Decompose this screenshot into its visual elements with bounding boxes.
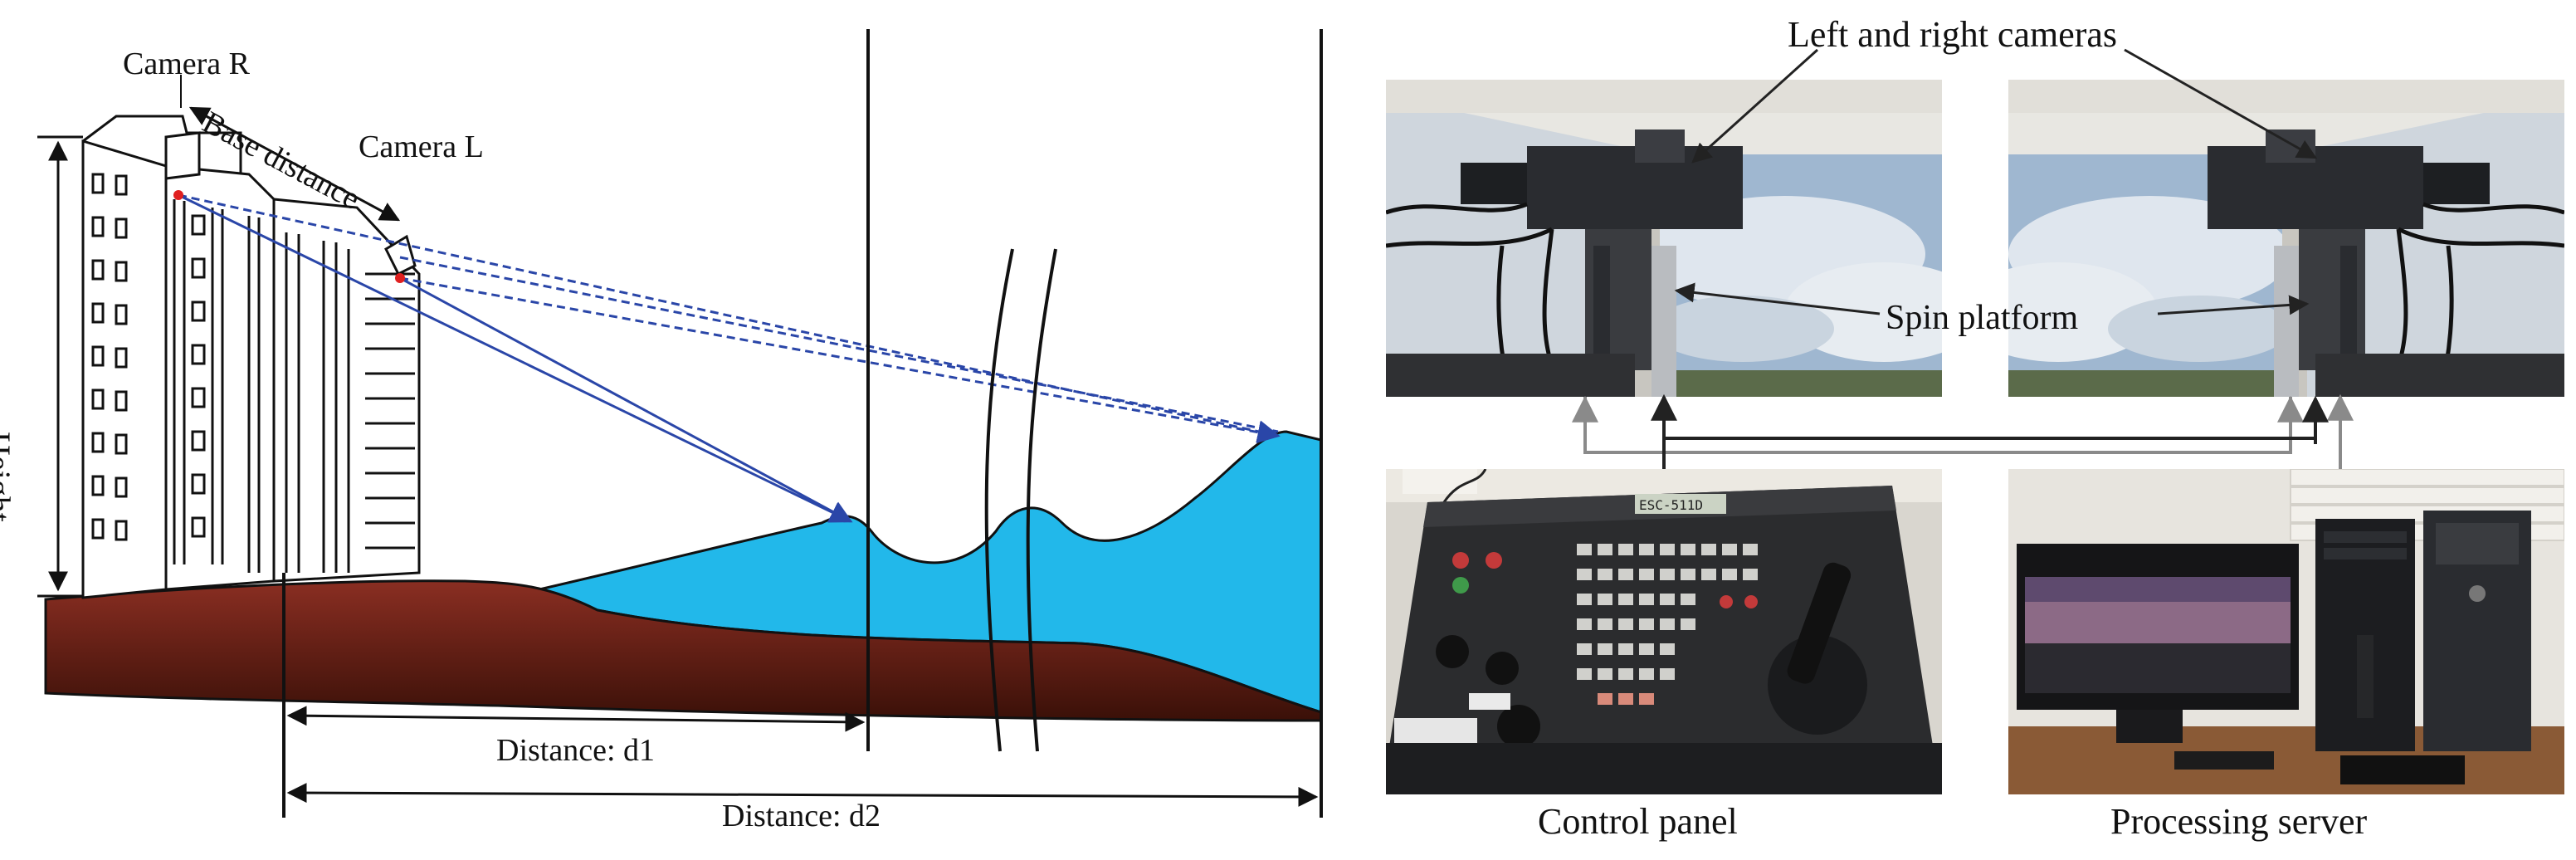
sight-lines xyxy=(178,193,1281,523)
processing-server-photo xyxy=(2008,469,2564,794)
window-strips xyxy=(173,199,415,573)
distance-d2-label: Distance: d2 xyxy=(722,799,881,833)
camera-l-label: Camera L xyxy=(359,129,484,164)
distance-d2-arrow xyxy=(286,783,1319,807)
camera-r-label: Camera R xyxy=(123,46,251,81)
camera-l-dot xyxy=(395,273,405,283)
control-panel-photo: ESC-511D xyxy=(1386,469,1942,794)
camera-r-dot xyxy=(173,190,183,200)
windows xyxy=(91,173,206,541)
distance-d1-arrow xyxy=(286,706,866,732)
height-label: Height xyxy=(0,432,17,522)
camera-photo-left xyxy=(1386,80,1942,397)
camera-photo-right xyxy=(2008,80,2564,397)
buildings xyxy=(81,115,421,599)
processing-server-label: Processing server xyxy=(2110,801,2368,842)
height-dimension xyxy=(37,135,83,598)
spin-platform-label: Spin platform xyxy=(1886,299,2079,337)
controller-display-text: ESC-511D xyxy=(1639,497,1703,513)
control-panel-label: Control panel xyxy=(1538,801,1738,842)
base-distance-arrow xyxy=(188,106,401,222)
distance-d1-label: Distance: d1 xyxy=(496,733,656,768)
ground xyxy=(44,579,1323,722)
left-right-cameras-label: Left and right cameras xyxy=(1788,14,2118,55)
break-mark xyxy=(984,248,1057,752)
stereo-ranging-diagram xyxy=(37,29,1323,818)
